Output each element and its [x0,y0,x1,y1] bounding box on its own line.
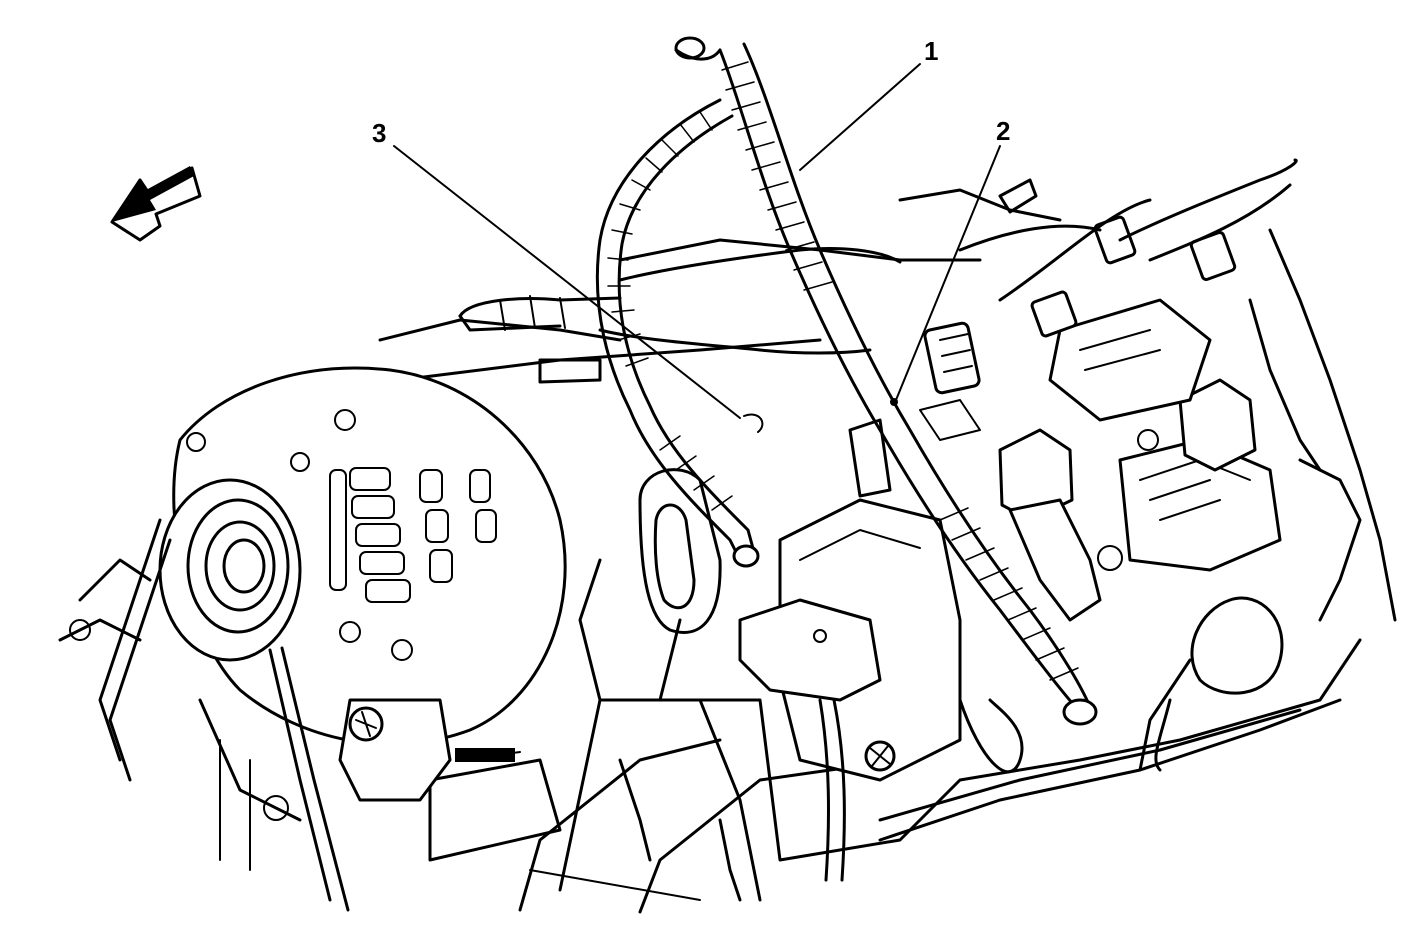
intake-manifold-outline [378,188,1062,384]
callout-2: 2 [890,116,1010,406]
callout-1: 1 [799,36,938,171]
fuel-lines [718,698,1024,902]
throttle-mount [578,468,762,902]
callout-label-1: 1 [924,36,938,66]
callout-3: 3 [372,118,764,433]
callout-label-3: 3 [372,118,386,148]
alternator-cooling-slots [329,467,497,603]
drive-belt [98,518,350,912]
alternator-bracket [338,698,452,802]
alternator-pulley [158,478,302,662]
ignition-coil-packs [998,298,1284,772]
left-engine-details [58,558,302,871]
harness-tape-wraps [721,61,1079,681]
alternator [158,366,567,746]
center-bracket-housing [738,498,962,782]
callout-label-2: 2 [996,116,1010,146]
harness-connectors [848,158,1298,498]
branch-tape-wraps [607,111,733,511]
alternator-bolts [186,409,413,661]
right-fender-lines [1248,228,1397,622]
front-direction-arrow-icon [110,166,202,242]
